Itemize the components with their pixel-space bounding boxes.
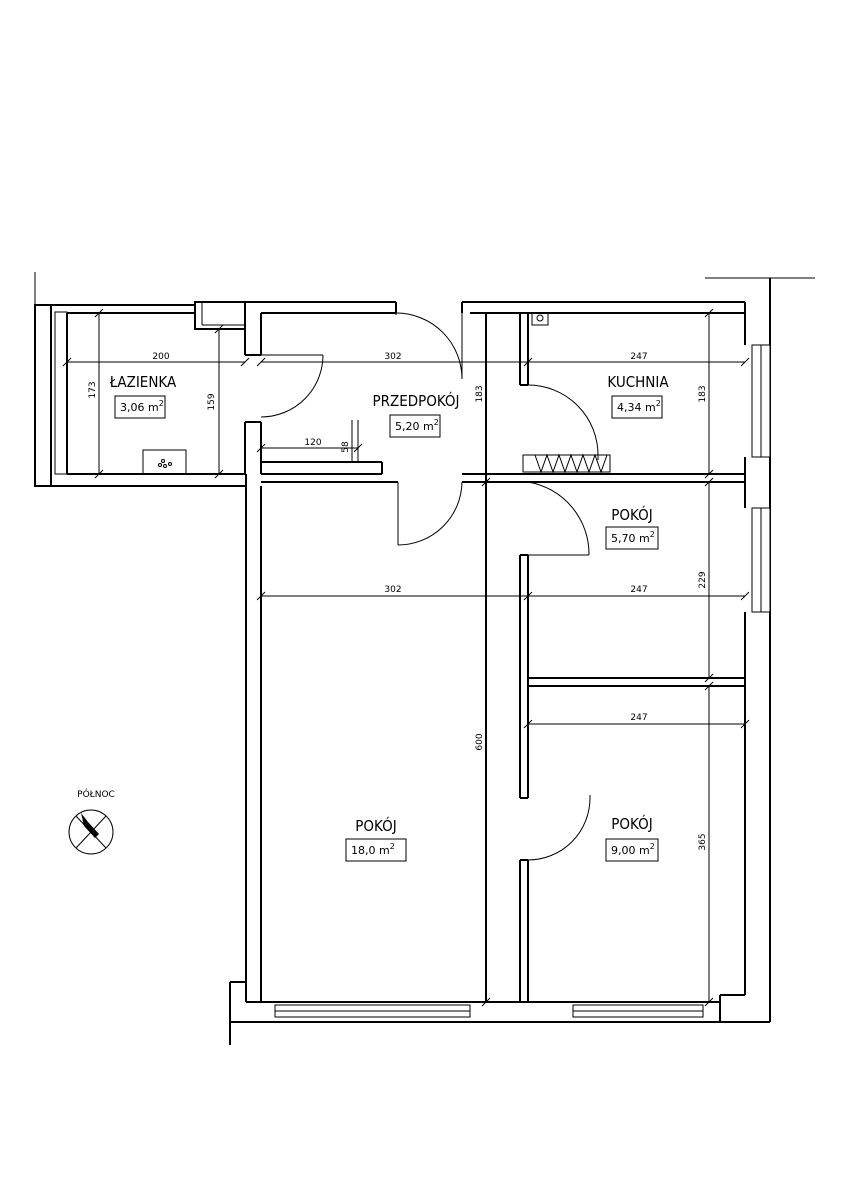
dim-pokoj-large-height: 600 [475, 733, 485, 750]
room-area-kuchnia: 4,34 m2 [617, 399, 661, 414]
dim-closet-depth: 58 [341, 441, 351, 453]
room-area-lazienka: 3,06 m2 [120, 399, 164, 414]
room-name-lazienka: ŁAZIENKA [109, 373, 177, 391]
dim-pokoj-small-width: 247 [630, 585, 647, 595]
windows [274, 344, 771, 1018]
dimension-labels: 200 173 159 302 183 120 58 247 183 247 2… [88, 352, 708, 851]
room-area-pokoj-large: 18,0 m2 [351, 842, 395, 857]
north-arrow-icon [68, 809, 114, 855]
boiler-icon [531, 312, 549, 326]
room-area-pokoj-right: 9,00 m2 [611, 842, 655, 857]
room-name-pokoj-small: POKÓJ [611, 505, 652, 524]
dim-przedpokoj-width: 302 [384, 352, 401, 362]
dim-lazienka-inner-height: 159 [207, 393, 217, 410]
radiator-icon [522, 453, 611, 474]
room-area-przedpokoj: 5,20 m2 [395, 418, 439, 433]
doors [260, 312, 599, 861]
room-name-pokoj-large: POKÓJ [355, 816, 396, 835]
dim-przedpokoj-height: 183 [475, 385, 485, 402]
dim-pokoj-right-width: 247 [630, 713, 647, 723]
room-name-pokoj-right: POKÓJ [611, 814, 652, 833]
compass: PÓŁNOC [68, 788, 115, 855]
dim-closet-width: 120 [304, 438, 321, 448]
dim-kuchnia-width: 247 [630, 352, 647, 362]
dim-kuchnia-height: 183 [698, 385, 708, 402]
dim-lazienka-height: 173 [88, 381, 98, 398]
fixtures [142, 312, 611, 475]
room-name-przedpokoj: PRZEDPOKÓJ [372, 391, 459, 410]
dim-lazienka-width: 200 [152, 352, 169, 362]
dimension-lines [62, 308, 750, 1007]
dim-pokoj-large-width: 302 [384, 585, 401, 595]
sink-icon [142, 449, 187, 475]
compass-label: PÓŁNOC [77, 788, 115, 800]
dim-pokoj-right-height: 365 [698, 833, 708, 850]
room-labels: ŁAZIENKA 3,06 m2 PRZEDPOKÓJ 5,20 m2 KUCH… [109, 373, 669, 862]
room-name-kuchnia: KUCHNIA [607, 373, 669, 391]
dim-pokoj-small-height: 229 [698, 571, 708, 588]
room-area-pokoj-small: 5,70 m2 [611, 530, 655, 545]
